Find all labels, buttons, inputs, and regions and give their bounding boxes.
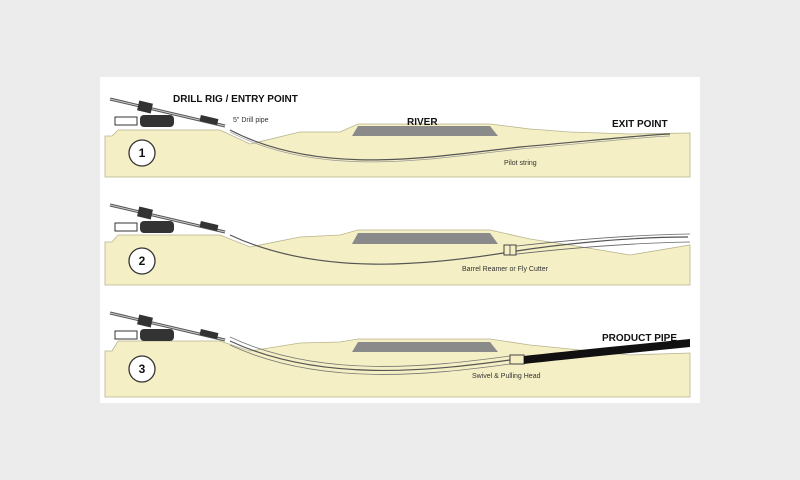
pilot-string-inner — [229, 131, 671, 163]
label-exit-point: EXIT POINT — [612, 119, 668, 130]
rig-carriage — [137, 100, 153, 114]
label-river: RIVER — [407, 117, 438, 128]
stage-1: 1 DRILL RIG / ENTRY POINT 5" Drill pipe … — [104, 94, 691, 178]
drill-rig-icon — [109, 203, 226, 234]
stage-3: 3 PRODUCT PIPE Swivel & Pulling Head — [104, 311, 691, 398]
pilot-string — [229, 234, 689, 265]
rig-tracks — [140, 221, 174, 233]
step-number-badge: 2 — [128, 247, 156, 275]
drill-rig-icon — [109, 311, 226, 342]
rig-clamp — [199, 115, 219, 125]
reamer-icon — [503, 244, 517, 256]
product-pipe — [524, 339, 690, 364]
reamed-hole-outline — [229, 336, 511, 375]
pilot-string — [229, 340, 511, 372]
stage-2: 2 Barrel Reamer or Fly Cutter — [104, 203, 691, 286]
ground-profile — [104, 229, 691, 286]
rig-tank — [114, 222, 138, 232]
river-channel — [352, 342, 498, 352]
label-drill-rig-entry-point: DRILL RIG / ENTRY POINT — [173, 94, 298, 105]
rig-tracks — [140, 115, 174, 127]
rig-carriage — [137, 206, 153, 220]
rig-tracks — [140, 329, 174, 341]
step-number: 3 — [139, 362, 146, 376]
step-number-badge: 1 — [128, 139, 156, 167]
step-number: 2 — [139, 254, 146, 268]
label-swivel-pulling-head: Swivel & Pulling Head — [472, 373, 541, 380]
river-channel — [352, 126, 498, 136]
rig-clamp — [199, 329, 219, 339]
rig-clamp — [199, 221, 219, 231]
label-pilot-string: Pilot string — [504, 160, 537, 167]
diagram-frame: 1 DRILL RIG / ENTRY POINT 5" Drill pipe … — [100, 77, 700, 403]
pilot-string — [229, 129, 671, 161]
step-number: 1 — [139, 146, 146, 160]
rig-carriage — [137, 314, 153, 328]
step-number-badge: 3 — [128, 355, 156, 383]
river-channel — [352, 233, 498, 244]
ground-profile — [104, 123, 691, 178]
hdd-process-diagram: 1 DRILL RIG / ENTRY POINT 5" Drill pipe … — [104, 94, 691, 398]
rig-tank — [114, 330, 138, 340]
label-drill-pipe: 5" Drill pipe — [233, 117, 269, 124]
drill-rig-icon — [109, 97, 226, 128]
reamed-hole-outline — [507, 233, 691, 256]
pulling-head-icon — [509, 354, 525, 365]
label-product-pipe: PRODUCT PIPE — [602, 333, 677, 344]
rig-tank — [114, 116, 138, 126]
label-barrel-reamer: Barrel Reamer or Fly Cutter — [462, 266, 549, 273]
